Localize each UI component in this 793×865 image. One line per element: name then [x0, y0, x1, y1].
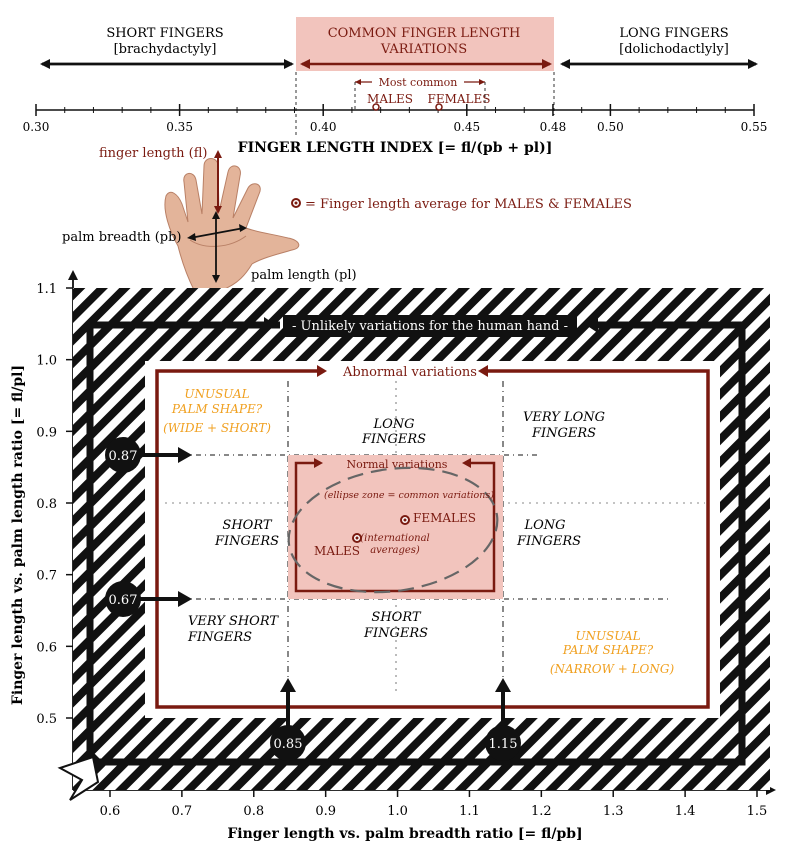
dolichodactyly-label: [dolichodactlyly]	[619, 42, 729, 57]
threshold-markers: 0.87 0.67 0.85 1.15	[105, 437, 521, 761]
unlikely-loop-line	[86, 321, 746, 766]
index-tick-label-4: 0.48	[540, 120, 567, 134]
ellipse-note: (ellipse zone = common variations)	[324, 490, 494, 501]
marker-087: 0.87	[109, 449, 138, 464]
marker-067: 0.67	[109, 593, 138, 608]
common-variations-label-2: VARIATIONS	[380, 42, 467, 57]
most-common-label: Most common	[379, 76, 458, 89]
x-tick-label-4: 1.0	[387, 804, 408, 819]
short-fingers-label: SHORT FINGERS	[106, 26, 223, 41]
palm-length-arrowheads	[212, 211, 220, 283]
y-axis-title: Finger length vs. palm length ratio [= f…	[10, 365, 26, 705]
intl-averages-line2: averages)	[370, 545, 420, 556]
finger-length-label: finger length (fl)	[99, 146, 208, 161]
very-long-line2: FINGERS	[531, 426, 596, 441]
palm-length-label: palm length (pl)	[251, 268, 357, 283]
x-axis-title: Finger length vs. palm breadth ratio [= …	[227, 826, 582, 842]
males-point-label: MALES	[314, 544, 360, 558]
long-mid-line1: LONG	[523, 518, 565, 533]
index-tick-label-0: 0.30	[23, 120, 50, 134]
average-legend-dot-center	[294, 201, 298, 205]
marker-115: 1.15	[489, 737, 518, 752]
common-variation-ellipse	[287, 466, 499, 594]
long-top-line1: LONG	[372, 417, 414, 432]
unusual-top-line1: UNUSUAL	[184, 387, 249, 401]
normal-loop-line	[294, 461, 496, 593]
males-scale-label: MALES	[367, 92, 413, 106]
index-tick-label-2: 0.40	[310, 120, 337, 134]
x-tick-label-7: 1.3	[603, 804, 624, 819]
x-tick-label-6: 1.2	[531, 804, 552, 819]
y-tick-label-6: 0.5	[36, 712, 57, 727]
y-tick-label-4: 0.7	[36, 569, 57, 584]
normal-zone	[288, 455, 503, 599]
y-tick-label-3: 0.8	[36, 497, 57, 512]
long-mid-line2: FINGERS	[516, 534, 581, 549]
short-mid-line1: SHORT	[222, 518, 272, 533]
x-tick-label-9: 1.5	[747, 804, 768, 819]
scale-guides	[295, 72, 555, 135]
females-point-center	[403, 518, 407, 522]
unusual-bot-line3: (NARROW + LONG)	[550, 662, 675, 676]
brachydactyly-label: [brachydactyly]	[114, 42, 217, 57]
hand-illustration	[156, 152, 312, 291]
index-tick-label-1: 0.35	[166, 120, 193, 134]
palm-breadth-arrowheads	[187, 224, 247, 241]
unusual-bot-line2: PALM SHAPE?	[562, 643, 654, 657]
very-short-line2: FINGERS	[187, 630, 252, 645]
index-tick-label-3: 0.45	[453, 120, 480, 134]
y-tick-label-0: 1.1	[36, 282, 57, 297]
x-tick-labels: 0.6 0.7 0.8 0.9 1.0 1.1 1.2 1.3 1.4 1.5	[100, 790, 768, 819]
finger-length-arrowheads	[214, 150, 222, 214]
common-range-band	[296, 17, 554, 71]
index-tick-label-5: 0.50	[597, 120, 624, 134]
abnormal-label: Abnormal variations	[342, 365, 477, 380]
finger-index-ticks: 0.30 0.35 0.40 0.45 0.48 0.50 0.55	[23, 104, 768, 134]
intl-averages-line1: (international	[360, 533, 430, 544]
unusual-top-line3: (WIDE + SHORT)	[163, 421, 271, 435]
males-average-dot	[372, 103, 380, 111]
x-tick-label-3: 0.9	[315, 804, 336, 819]
unlikely-zone-hatch	[73, 288, 770, 790]
unlikely-label-bg	[283, 315, 577, 337]
x-tick-label-2: 0.8	[243, 804, 264, 819]
y-axis-arrowhead	[68, 270, 78, 280]
average-legend-text: = Finger length average for MALES & FEMA…	[305, 197, 632, 212]
common-variations-label-1: COMMON FINGER LENGTH	[328, 26, 521, 41]
marker-085: 0.85	[274, 737, 303, 752]
x-tick-label-5: 1.1	[459, 804, 480, 819]
very-short-line1: VERY SHORT	[188, 614, 279, 629]
long-fingers-label: LONG FINGERS	[619, 26, 728, 41]
long-top-line2: FINGERS	[361, 432, 426, 447]
unusual-bot-line1: UNUSUAL	[575, 629, 640, 643]
most-common-bg	[372, 75, 464, 89]
y-tick-labels: 1.1 1.0 0.9 0.8 0.7 0.6 0.5	[36, 282, 73, 727]
females-average-dot	[435, 103, 443, 111]
index-tick-label-6: 0.55	[741, 120, 768, 134]
unlikely-label: - Unlikely variations for the human hand…	[292, 319, 568, 334]
palm-breadth-label: palm breadth (pb)	[62, 230, 182, 245]
short-mid-line2: FINGERS	[214, 534, 279, 549]
y-tick-label-2: 0.9	[36, 425, 57, 440]
y-tick-label-5: 0.6	[36, 640, 57, 655]
very-long-line1: VERY LONG	[523, 410, 605, 425]
short-bot-line2: FINGERS	[363, 626, 428, 641]
x-tick-label-0: 0.6	[100, 804, 121, 819]
loop-pointer-icon	[57, 755, 100, 801]
females-scale-label: FEMALES	[428, 92, 491, 106]
x-tick-label-8: 1.4	[675, 804, 696, 819]
x-tick-label-1: 0.7	[172, 804, 193, 819]
females-point-label: FEMALES	[413, 511, 476, 525]
finger-index-title: FINGER LENGTH INDEX [= fl/(pb + pl)]	[238, 140, 553, 156]
y-tick-label-1: 1.0	[36, 354, 57, 369]
palm-breadth-arrow	[189, 227, 245, 239]
short-bot-line1: SHORT	[371, 610, 421, 625]
abnormal-loop-line	[155, 369, 710, 709]
males-point-center	[355, 536, 359, 540]
unusual-top-line2: PALM SHAPE?	[171, 402, 263, 416]
region-labels: UNUSUAL PALM SHAPE? (WIDE + SHORT) LONG …	[163, 387, 674, 676]
